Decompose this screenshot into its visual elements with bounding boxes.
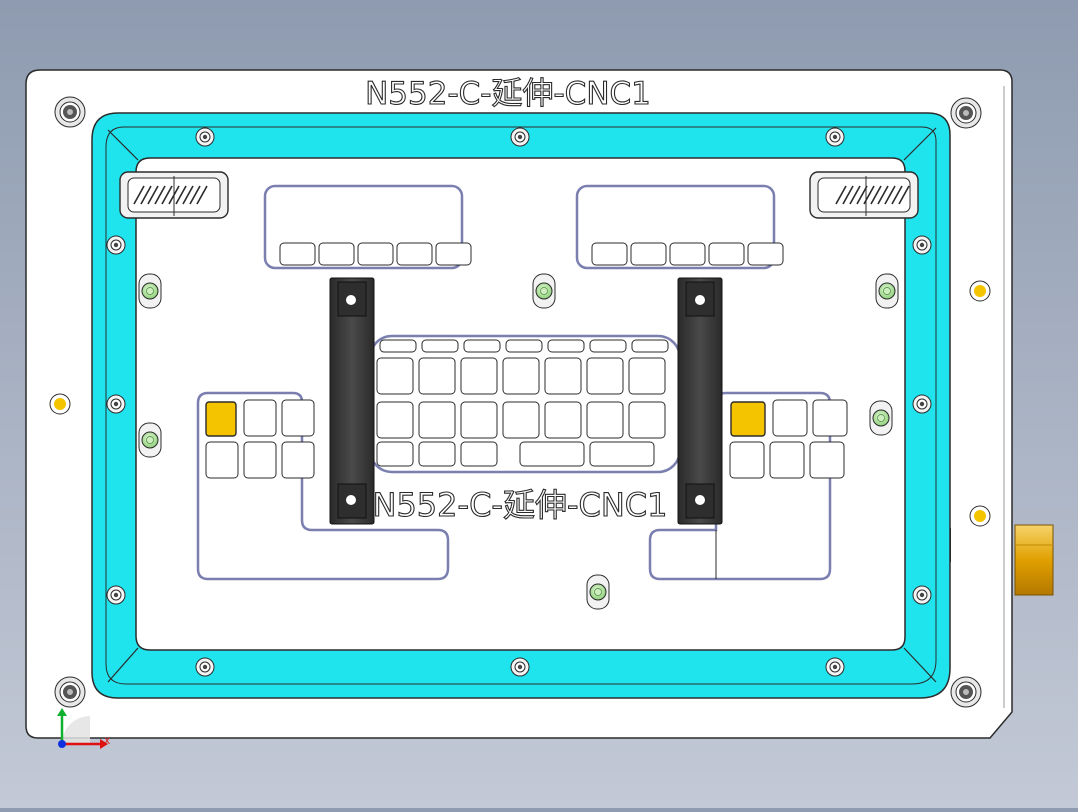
locating-pin-icon — [875, 273, 899, 309]
vent-block-right[interactable] — [809, 171, 919, 219]
center-pocket — [368, 334, 682, 474]
cyan-channel-rim — [105, 126, 937, 685]
locating-pin-icon — [532, 273, 556, 309]
bolt-icon — [825, 127, 845, 147]
screw-icon — [54, 96, 86, 128]
channel-bolts — [106, 127, 932, 677]
side-pocket-right — [648, 391, 848, 581]
marker-icon — [969, 280, 991, 302]
nest-pad-left[interactable] — [205, 401, 237, 437]
bolt-icon — [510, 127, 530, 147]
clamp-bar-right[interactable] — [677, 277, 723, 525]
marker-icon — [969, 505, 991, 527]
locating-pin-icon — [869, 400, 893, 436]
screw-icon — [54, 676, 86, 708]
top-pocket-right — [575, 184, 784, 270]
bolt-icon — [106, 394, 126, 414]
bolt-icon — [106, 235, 126, 255]
marker-icon — [49, 393, 71, 415]
locating-pin-icon — [586, 574, 610, 610]
bolt-icon — [195, 657, 215, 677]
bolt-icon — [912, 394, 932, 414]
x-axis-label: X — [104, 737, 110, 747]
bolt-icon — [510, 657, 530, 677]
bolt-icon — [825, 657, 845, 677]
side-block[interactable] — [1014, 524, 1054, 596]
engraving-top: N552-C-延伸-CNC1 — [365, 76, 651, 112]
locating-pins — [138, 273, 899, 610]
vent-block-left[interactable] — [119, 171, 229, 219]
screw-icon — [950, 676, 982, 708]
side-pocket-left — [196, 391, 450, 581]
corner-screws — [54, 96, 982, 708]
bolt-icon — [195, 127, 215, 147]
locating-pin-icon — [138, 422, 162, 458]
bolt-icon — [912, 585, 932, 605]
yellow-markers — [49, 280, 991, 527]
nest-pad-right[interactable] — [730, 401, 766, 437]
locating-pin-icon — [138, 273, 162, 309]
bolt-icon — [106, 585, 126, 605]
bolt-icon — [912, 235, 932, 255]
screw-icon — [950, 97, 982, 129]
engraving-center: N552-C-延伸-CNC1 — [373, 486, 668, 524]
clamp-bar-left[interactable] — [329, 277, 375, 525]
top-pocket-left — [263, 184, 472, 270]
channel-corner-lines — [107, 127, 937, 683]
coordinate-triad: X — [57, 708, 110, 749]
